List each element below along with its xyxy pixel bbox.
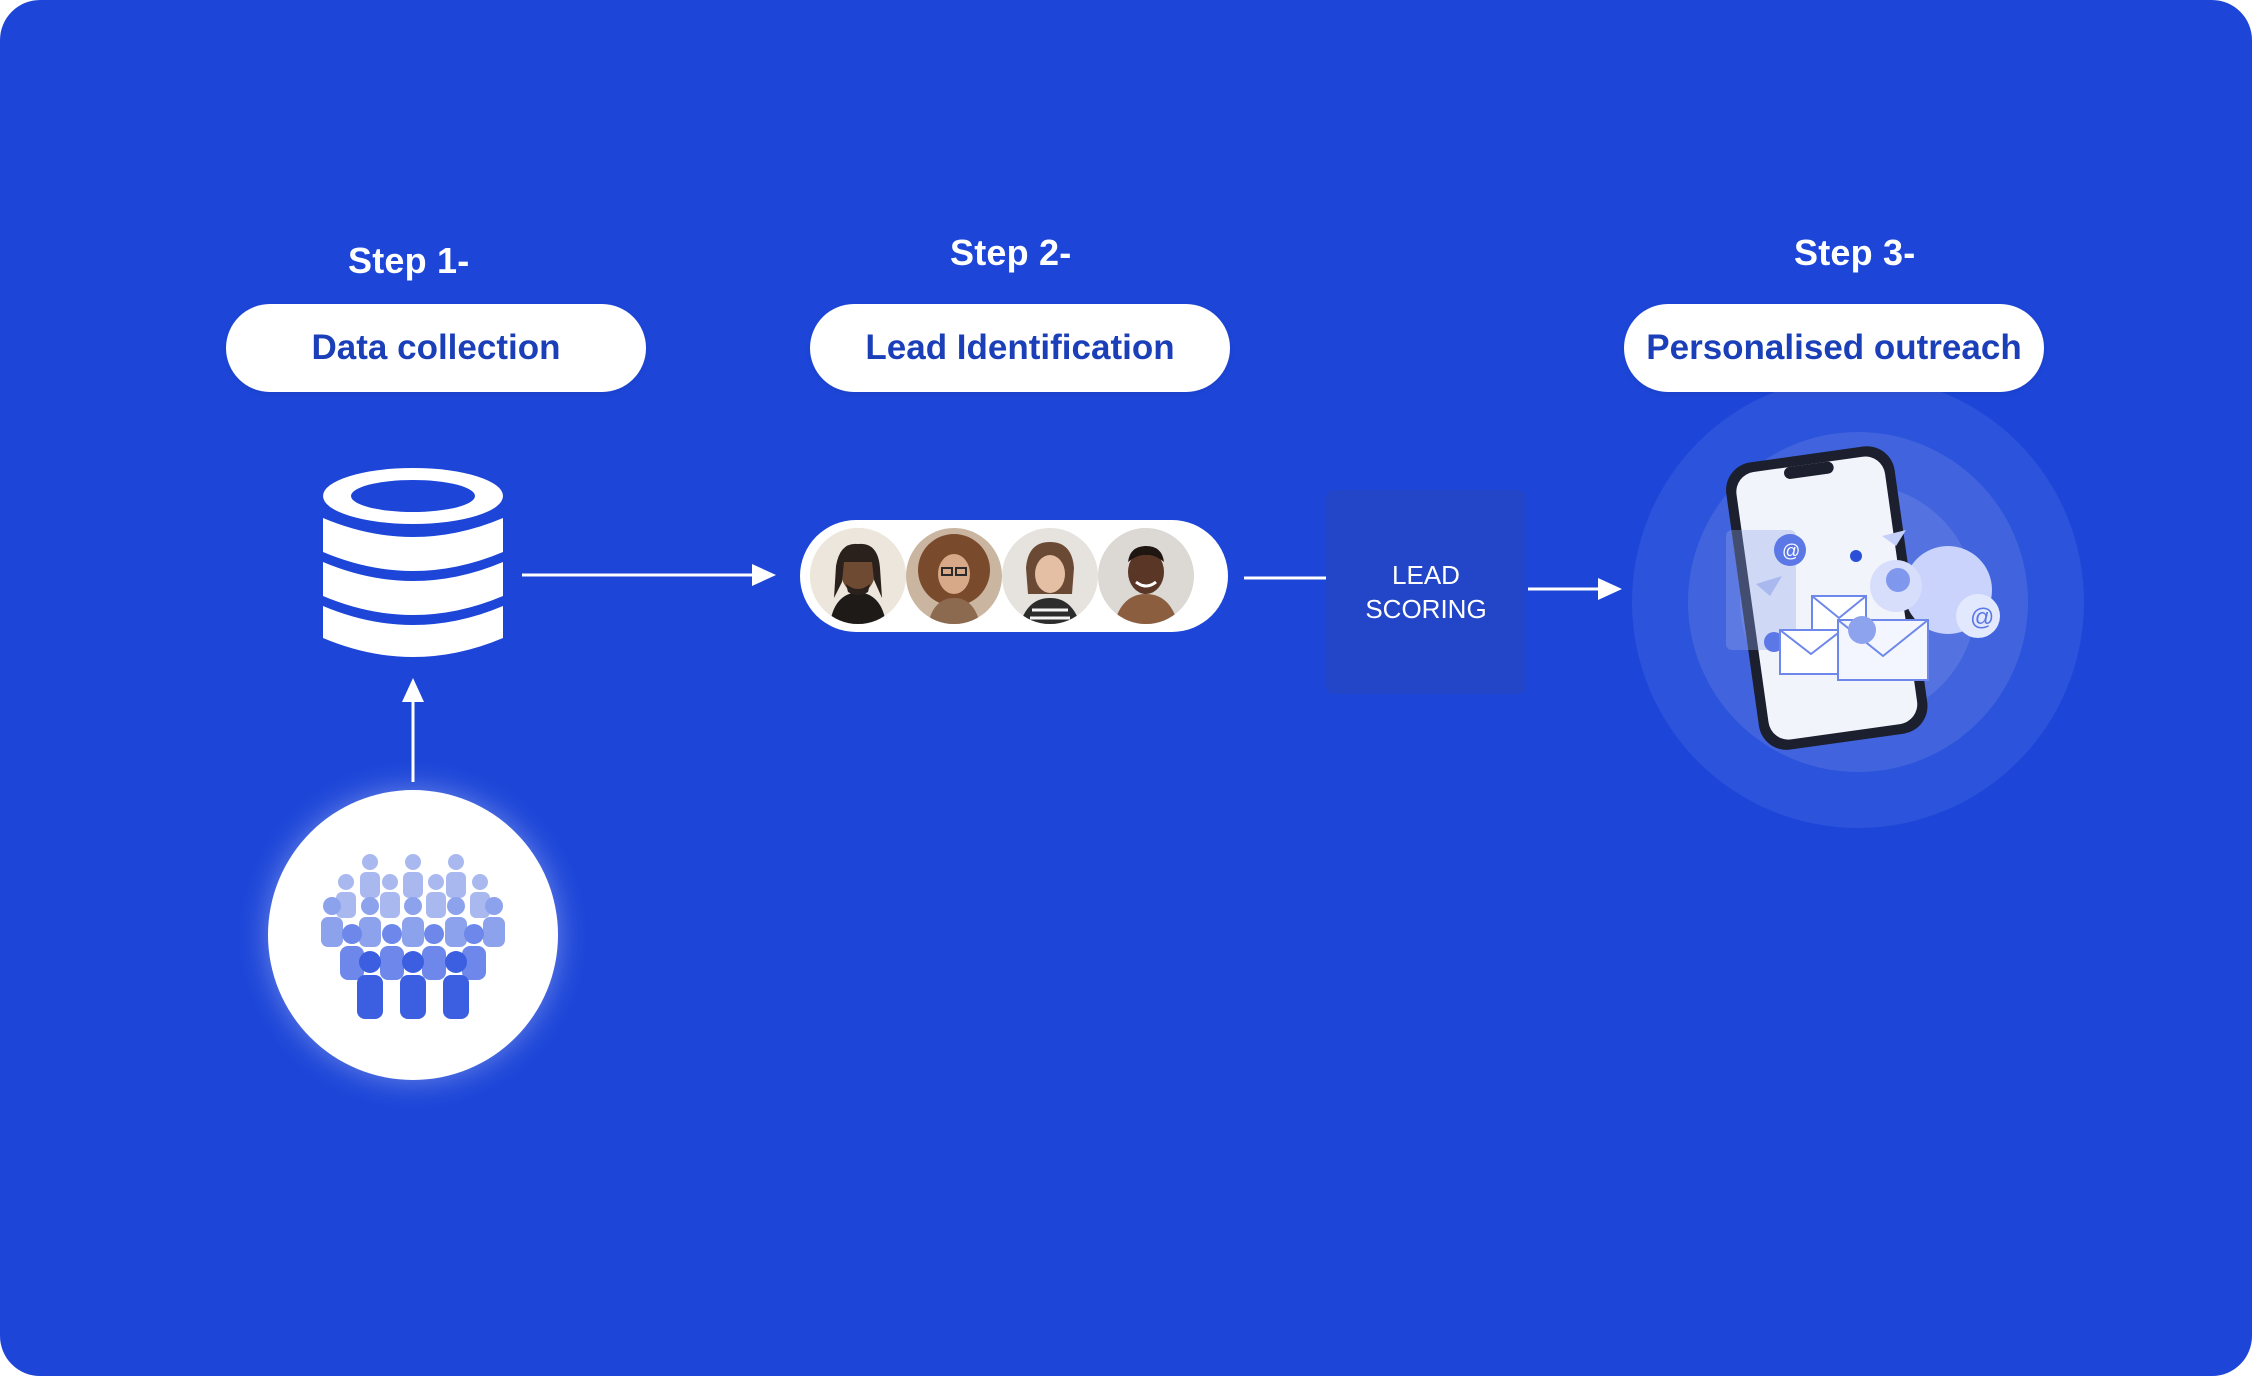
lead-scoring-box: LEAD SCORING — [1326, 490, 1526, 694]
connector-line — [1244, 576, 1328, 580]
arrow-icon — [522, 564, 776, 586]
database-icon — [323, 468, 503, 657]
avatar — [1098, 528, 1194, 624]
svg-text:@: @ — [1782, 541, 1800, 561]
data-collection-pill: Data collection — [226, 304, 646, 392]
step-2-label: Step 2- — [950, 232, 1072, 273]
avatar-group — [800, 520, 1228, 632]
avatar — [810, 528, 906, 624]
lead-identification-pill: Lead Identification — [810, 304, 1230, 392]
avatar — [1002, 528, 1098, 624]
personalised-outreach-pill: Personalised outreach — [1624, 304, 2044, 392]
crowd-icon — [321, 854, 505, 1019]
crowd-circle — [268, 790, 558, 1080]
phone-outreach-icon: @ @ — [1632, 380, 2084, 828]
lead-scoring-line1: LEAD — [1392, 560, 1460, 590]
lead-scoring-line2: SCORING — [1365, 594, 1487, 624]
arrow-icon — [1528, 578, 1622, 600]
arrow-up-icon — [402, 678, 424, 782]
step-1-label: Step 1- — [348, 240, 470, 281]
svg-text:@: @ — [1970, 604, 1994, 631]
avatar — [906, 528, 1002, 624]
step-3-label: Step 3- — [1794, 232, 1916, 273]
